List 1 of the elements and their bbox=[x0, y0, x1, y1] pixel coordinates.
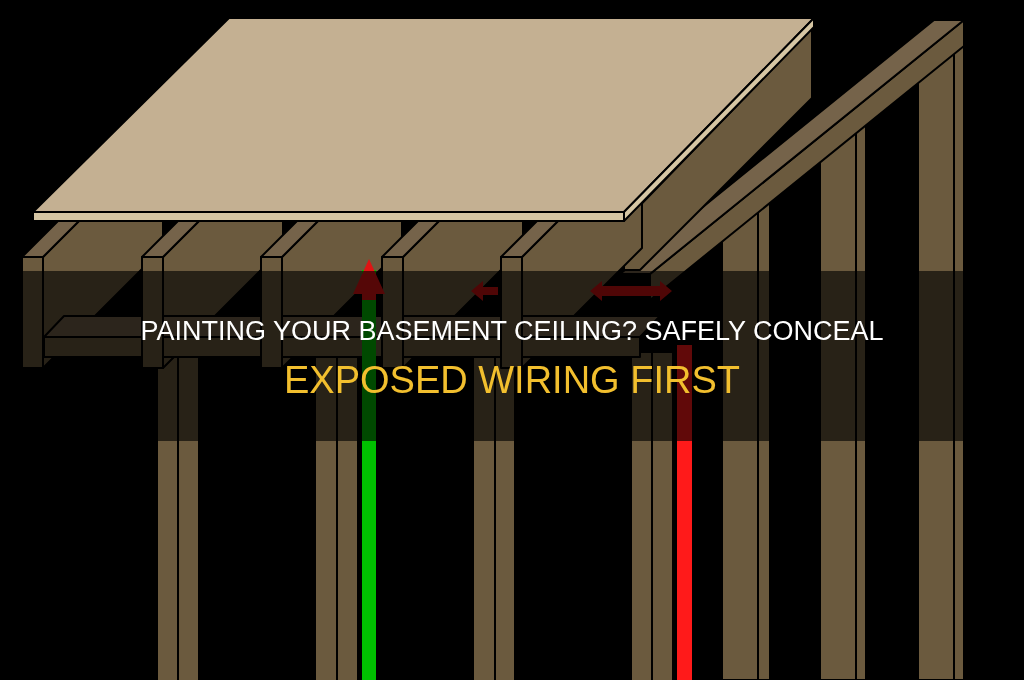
title-heading: PAINTING YOUR BASEMENT CEILING? SAFELY CONCEAL EXPOSED WIRING FIRST bbox=[139, 315, 885, 403]
